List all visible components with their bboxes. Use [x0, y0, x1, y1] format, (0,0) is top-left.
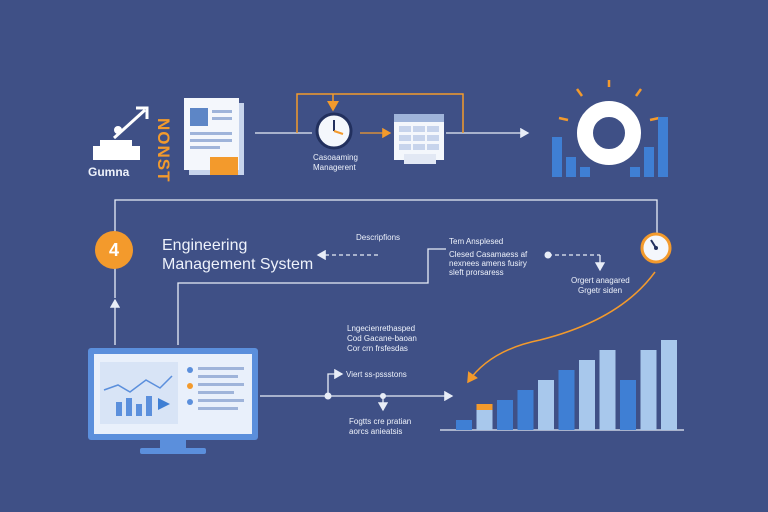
chart-bar — [456, 420, 472, 430]
gauge-icon — [640, 232, 672, 264]
clock-caption-1: Casoaaming — [313, 153, 358, 162]
title-line-1: Engineering — [162, 237, 248, 254]
gauge-caption-2: Grgetr siden — [578, 286, 623, 295]
chart-bar — [552, 137, 562, 177]
chart-bar — [580, 167, 590, 177]
mid-note-2: Cod Gacane-baoan — [347, 334, 417, 343]
top-right-mini-chart — [552, 117, 668, 177]
mid-note-3: Cor crn frsfesdas — [347, 344, 408, 353]
hand-with-arrow-icon — [93, 106, 149, 160]
orange-loop — [296, 93, 464, 133]
desc-right-title: Tem Ansplesed — [449, 237, 504, 246]
connector-monitor-desc — [177, 248, 446, 345]
chart-bar — [497, 400, 513, 430]
mid-note-1: Lngecienrethasped — [347, 324, 416, 333]
chart-bar — [579, 360, 595, 430]
bottom-right-chart — [456, 340, 677, 430]
bottom-note-1: Fogtts cre pratian — [349, 417, 412, 426]
logo-text: Gumna — [88, 165, 130, 179]
spreadsheet-icon — [394, 114, 444, 164]
chart-bar — [476, 404, 493, 410]
chart-bar — [620, 380, 636, 430]
chart-bar — [630, 167, 640, 177]
step-badge: 4 — [95, 231, 133, 269]
gear-icon — [558, 80, 660, 165]
chart-bar — [566, 157, 576, 177]
node-dot — [380, 393, 386, 399]
bottom-note-2: aorcs anieatsis — [349, 427, 403, 436]
title-line-2: Management System — [162, 256, 314, 273]
chart-bar — [476, 410, 493, 430]
connector-flow-label — [327, 368, 344, 396]
chart-bar — [644, 147, 654, 177]
chart-bar — [599, 350, 616, 430]
orange-curve-arrow — [467, 271, 656, 384]
desc-right-3: sleft prorsaress — [449, 268, 504, 277]
node-dot — [324, 392, 332, 400]
clock-caption-2: Managerent — [313, 163, 356, 172]
node-dot — [544, 251, 552, 259]
gauge-caption-1: Orgert anagared — [571, 276, 630, 285]
chart-bar — [661, 340, 677, 430]
chart-bar — [658, 117, 668, 177]
desc-top-center: Descripfions — [356, 233, 401, 242]
monitor-icon — [88, 348, 258, 454]
logo-vertical-text: NONST — [154, 118, 173, 183]
desc-right-1: Clesed Casamaess af — [449, 250, 528, 259]
desc-right-2: nexnees amens fusiry — [449, 259, 527, 268]
chart-bar — [538, 380, 554, 430]
flow-label: Viert ss-pssstons — [346, 370, 407, 379]
clock-icon — [315, 112, 353, 150]
chart-bar — [640, 350, 657, 430]
chart-bar — [558, 370, 575, 430]
document-icon — [184, 98, 244, 175]
chart-bar — [517, 390, 534, 430]
